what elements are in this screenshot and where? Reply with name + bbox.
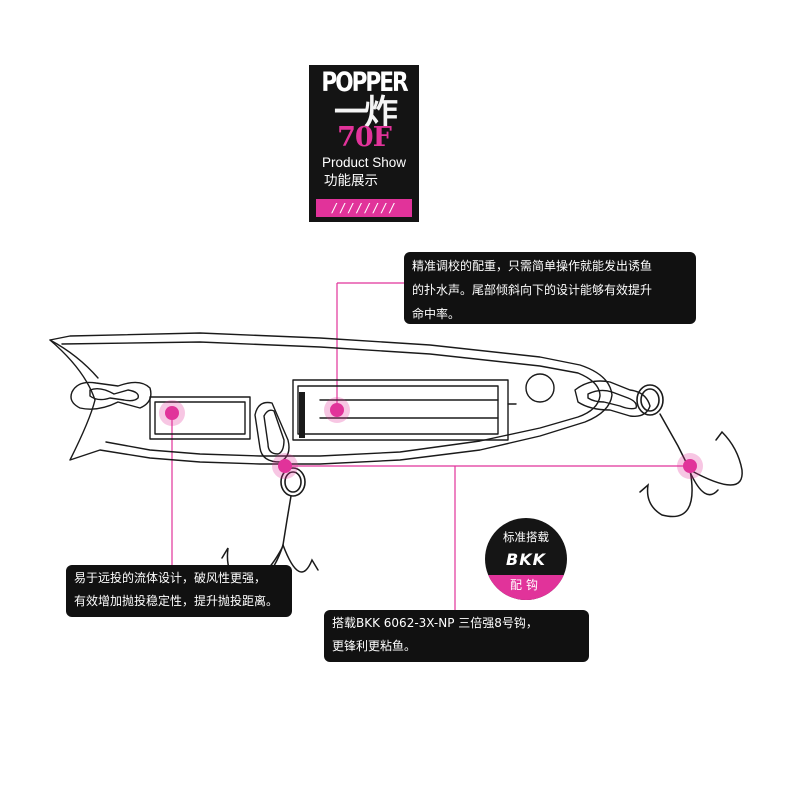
lure-outline (49, 332, 613, 465)
split-rings (280, 384, 664, 497)
belly-split-ring-inner (284, 471, 302, 493)
callout-text-line: 易于远投的流体设计，破风性更强， (74, 571, 267, 585)
tail-hook-bend-back (689, 471, 719, 496)
lure-body (49, 332, 651, 465)
tail-hook-bend-left (639, 469, 693, 518)
lure-inner-outline (61, 341, 601, 457)
title-badge: POPPER 一炸 70F Product Show 功能展示 //////// (309, 65, 419, 222)
callout-text-line: 的扑水声。尾部倾斜向下的设计能够有效提升 (412, 283, 653, 297)
weight-chamber (292, 379, 509, 441)
bkk-logo: BKK (506, 550, 546, 569)
belly-hook-shank (282, 495, 292, 546)
weight-chamber-inner (297, 385, 499, 435)
tail-hanger-inner (587, 389, 638, 410)
tail-treble-hook (639, 413, 743, 518)
belly-hook-bend-right (282, 544, 319, 573)
callout-text-line: 搭载BKK 6062-3X-NP 三倍强8号钩， (332, 616, 538, 630)
bkk-badge-caption: 配钩 (509, 578, 542, 592)
front-chamber (149, 396, 251, 440)
tail-split-ring-inner (640, 388, 660, 412)
front-chamber-inner (154, 401, 246, 435)
callout-text-line: 精准调校的配重，只需简单操作就能发出诱鱼 (412, 259, 653, 273)
badge-stripe-bar: //////// (316, 199, 412, 217)
tail-hook-bend-right (689, 430, 743, 486)
callout-weight: 精准调校的配重，只需简单操作就能发出诱鱼 的扑水声。尾部倾斜向下的设计能够有效提… (404, 252, 696, 324)
belly-hanger-inner (263, 409, 285, 455)
lure-mouth (49, 339, 99, 379)
bkk-badge-band (485, 575, 567, 600)
badge-model: 70F (337, 122, 392, 153)
bkk-hook-badge: 标准搭载 BKK 配钩 (485, 518, 567, 600)
leader-lines (171, 282, 690, 610)
ballast-bar (299, 392, 305, 438)
callout-text-line: 命中率。 (412, 307, 461, 321)
callout-body-shape: 易于远投的流体设计，破风性更强， 有效增加抛投稳定性，提升抛投距离。 (66, 565, 292, 617)
badge-brand: POPPER (321, 67, 408, 98)
bkk-badge-label: 标准搭载 (503, 530, 549, 544)
badge-subtitle-cn: 功能展示 (324, 173, 378, 189)
hotspot-tail-hook (683, 459, 697, 473)
callout-hooks: 搭载BKK 6062-3X-NP 三倍强8号钩， 更锋利更粘鱼。 (324, 610, 589, 662)
belly-split-ring (280, 467, 306, 497)
hotspots (159, 397, 703, 479)
line-tie-eye (70, 381, 152, 410)
tail-split-ring (636, 384, 664, 416)
rattle-ball (525, 373, 555, 403)
callout-text-line: 更锋利更粘鱼。 (332, 639, 417, 653)
hotspot-weight (330, 403, 344, 417)
belly-hanger (254, 401, 290, 463)
hotspot-belly-hook (278, 459, 292, 473)
callout-text-line: 有效增加抛投稳定性，提升抛投距离。 (74, 594, 279, 608)
badge-subtitle-en: Product Show (321, 155, 407, 170)
tail-hanger (574, 380, 651, 417)
badge-series: 一炸 (334, 93, 398, 133)
hotspot-body (165, 406, 179, 420)
line-tie-eye-inner (89, 387, 139, 402)
